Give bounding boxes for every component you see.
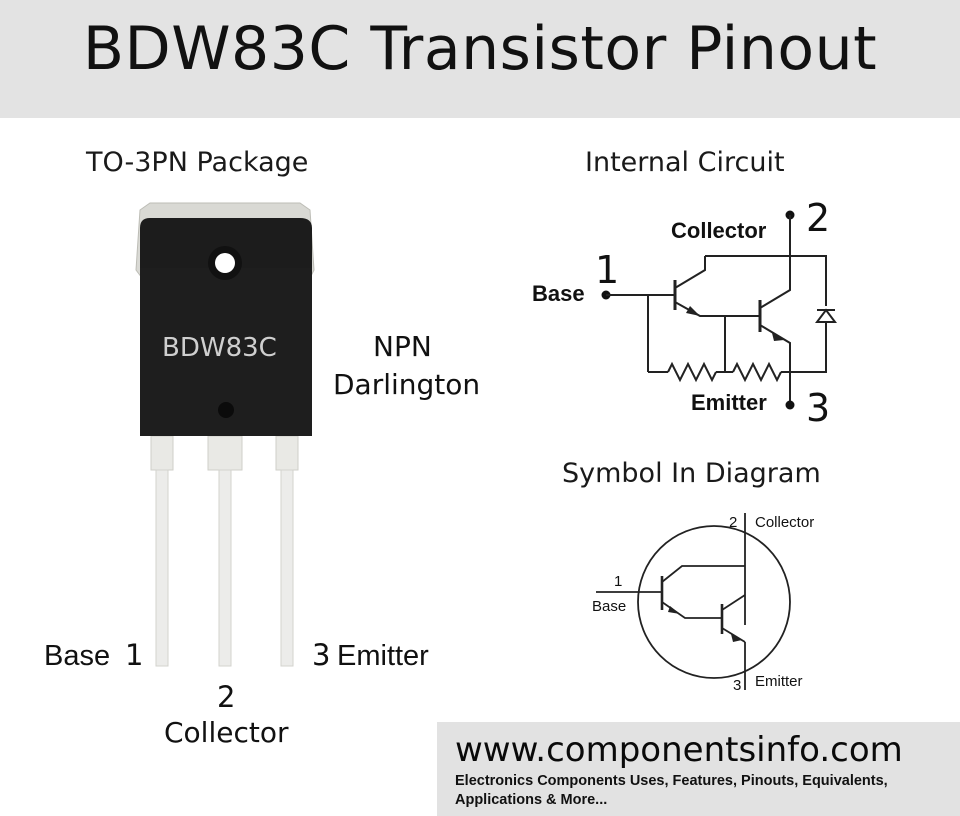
- sym-emitter-label: Emitter: [755, 673, 803, 690]
- symbol-heading: Symbol In Diagram: [562, 458, 821, 489]
- sym-collector-label: Collector: [755, 514, 815, 531]
- package-marking: BDW83C: [162, 333, 277, 363]
- base-pin-number: 1: [125, 638, 144, 672]
- resistor-1: [667, 361, 717, 383]
- ic-emitter-label: Emitter: [691, 390, 767, 415]
- resistor-2: [732, 361, 782, 383]
- npn-label: NPN: [373, 330, 432, 363]
- leads: [150, 435, 299, 667]
- collector-pin-name: Collector: [164, 716, 289, 749]
- ic-collector-pin: 2: [806, 196, 831, 240]
- footer-url[interactable]: www.componentsinfo.com: [455, 730, 903, 770]
- darlington-label: Darlington: [333, 368, 481, 401]
- ic-emitter-pin: 3: [806, 386, 831, 430]
- emitter-pin-number: 3: [312, 638, 331, 672]
- title-bar: BDW83C Transistor Pinout: [0, 0, 960, 118]
- collector-pin-number: 2: [217, 680, 236, 714]
- emitter-terminal: [785, 400, 795, 410]
- ic-base-pin: 1: [595, 248, 620, 292]
- sym-emitter-pin: 3: [733, 677, 742, 694]
- output-transistor: [725, 256, 791, 405]
- footer-tagline: Electronics Components Uses, Features, P…: [455, 773, 888, 808]
- base-pin-name: Base: [44, 640, 111, 672]
- driver-transistor: [673, 256, 725, 317]
- pin1-marker: [218, 402, 234, 418]
- footer-banner: www.componentsinfo.com Electronics Compo…: [437, 722, 960, 816]
- sym-collector-pin: 2: [729, 514, 738, 531]
- page-title: BDW83C Transistor Pinout: [82, 14, 878, 84]
- ic-base-label: Base: [532, 281, 585, 306]
- symbol-envelope: [637, 525, 791, 679]
- internal-circuit-heading: Internal Circuit: [585, 147, 785, 178]
- ic-collector-label: Collector: [671, 218, 767, 243]
- emitter-pin-name: Emitter: [337, 640, 429, 672]
- sym-base-label: Base: [592, 598, 627, 615]
- sym-base-pin: 1: [614, 573, 623, 590]
- package-heading: TO-3PN Package: [86, 147, 309, 178]
